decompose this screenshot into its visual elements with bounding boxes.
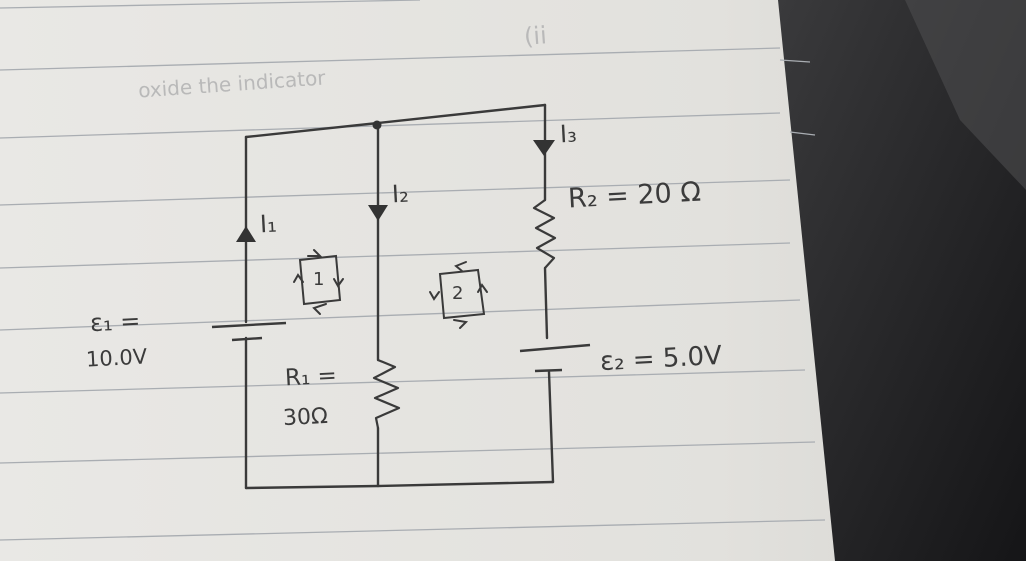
resistor-r2-zigzag (532, 199, 557, 269)
junction-node (372, 120, 382, 130)
emf-e1-symbol: ε₁ = (89, 306, 142, 338)
loop-2-indicator (429, 261, 488, 329)
loop-1-number: 1 (313, 269, 325, 290)
ruled-lines (0, 0, 826, 541)
resistor-r1-value: 30Ω (282, 403, 329, 432)
current-i2-label: I₂ (391, 179, 410, 209)
resistor-r1-zigzag (372, 358, 401, 429)
loop-2-number: 2 (452, 283, 464, 304)
battery-e1-symbol (211, 321, 287, 342)
current-arrow-down (368, 205, 388, 221)
corner-mark: (ii (523, 21, 548, 51)
current-i3-label: I₃ (559, 119, 578, 149)
dark-background-region (778, 0, 1026, 561)
background-highlight (905, 0, 1026, 190)
resistor-r1-symbol: R₁ = (284, 362, 338, 392)
current-arrow-up (236, 226, 256, 242)
loop-1-indicator (293, 249, 344, 315)
emf-e2-label: ε₂ = 5.0V (599, 340, 723, 378)
current-arrow-down (533, 140, 555, 156)
emf-e1-value: 10.0V (85, 344, 148, 372)
current-i1-label: I₁ (259, 209, 278, 239)
battery-e2-symbol (519, 343, 591, 373)
